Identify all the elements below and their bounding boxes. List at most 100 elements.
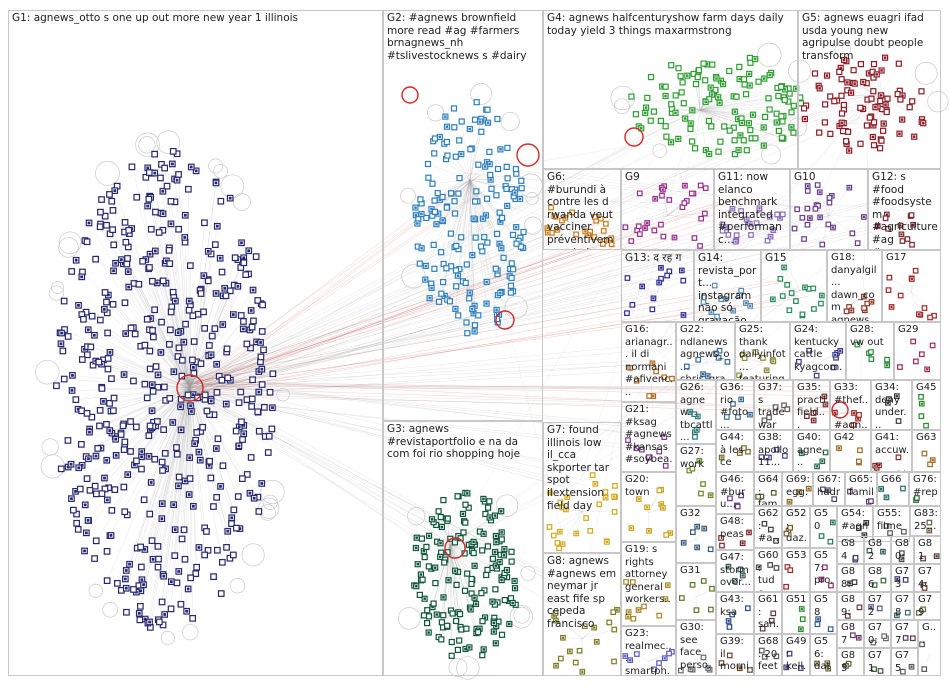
node-mark (471, 307, 474, 311)
group-label: G62: #a... #ag... (758, 508, 779, 547)
node (157, 174, 164, 182)
group-box-g3: G3: agnews #revistaportfolio e na da com… (383, 421, 543, 676)
edge (449, 544, 498, 603)
group-box-g27: G27: work (676, 444, 716, 506)
group-label: G57: pro... su... (814, 550, 834, 591)
node (448, 638, 455, 646)
group-label: G21: #ksag #agnews #kansas #soybea... (625, 404, 673, 471)
edge (189, 273, 249, 389)
edge (819, 192, 830, 216)
node (213, 389, 221, 396)
node (454, 646, 461, 654)
node-mark (146, 204, 150, 208)
node-mark (123, 577, 127, 581)
node (145, 432, 153, 439)
node-mark (481, 217, 485, 220)
node (96, 422, 103, 430)
node-mark (150, 409, 154, 413)
node (109, 207, 117, 214)
node-mark (124, 569, 128, 572)
node-mark (154, 249, 157, 253)
edge (425, 179, 471, 267)
group-label: G3: agnews #revistaportfolio e na da com… (387, 423, 522, 461)
edge (120, 387, 191, 435)
group-box-g85: G85 (837, 648, 864, 676)
node-mark (209, 399, 213, 403)
node-mark (128, 562, 131, 566)
self-loop (525, 192, 539, 205)
edge (155, 366, 191, 389)
node (74, 525, 82, 533)
edge (185, 120, 717, 386)
node (108, 375, 115, 382)
node (237, 388, 245, 396)
edge (157, 374, 191, 389)
node (473, 99, 480, 106)
node (494, 165, 502, 173)
node-mark (161, 212, 165, 216)
edge (449, 544, 496, 605)
node-mark (492, 630, 496, 633)
node-mark (427, 534, 431, 538)
group-box-g1: G1: agnews_otto s one up out more new ye… (8, 10, 383, 676)
node (103, 298, 110, 306)
node (204, 277, 212, 285)
edge (783, 267, 795, 293)
group-label: G65: famil... (849, 474, 877, 506)
edge (85, 311, 191, 389)
edge (449, 544, 453, 642)
group-box-g82: G82 (864, 536, 891, 564)
node (104, 329, 112, 337)
edge (195, 115, 867, 388)
edge (699, 109, 719, 152)
group-label: G74: fot... (918, 566, 933, 590)
node (189, 614, 196, 622)
group-box-g15: G15 (761, 250, 827, 322)
group-label: G76: #rep... (913, 474, 941, 506)
node-mark (473, 564, 476, 568)
edge (427, 163, 471, 181)
edge (194, 219, 914, 383)
edge (189, 387, 234, 556)
node (416, 591, 423, 599)
node-mark (187, 493, 191, 496)
node-mark (252, 496, 256, 500)
edge (141, 387, 191, 568)
edge (186, 377, 585, 597)
node (214, 546, 221, 554)
edge (193, 288, 797, 397)
edge (170, 201, 191, 389)
self-loop (95, 161, 120, 186)
edge (699, 109, 735, 112)
node (518, 185, 525, 192)
edge (189, 384, 263, 389)
node (214, 435, 222, 443)
self-loop (135, 132, 160, 158)
self-loop (400, 187, 416, 204)
node-mark (472, 312, 475, 315)
node (69, 506, 77, 514)
edge (195, 304, 782, 387)
node-mark (423, 597, 426, 600)
node (59, 347, 67, 355)
node (504, 175, 511, 182)
group-box-g43: G43: ksa (716, 592, 754, 634)
group-box-g7: G7: found illinois low il_cca skporter t… (543, 422, 621, 553)
node (494, 230, 501, 237)
edge (547, 226, 583, 229)
group-box-g63: G63 (912, 430, 941, 472)
self-loop (102, 601, 118, 618)
node-mark (437, 212, 440, 215)
edge (163, 387, 191, 577)
node (173, 450, 181, 458)
node (186, 475, 194, 482)
node (127, 418, 134, 425)
node (463, 625, 470, 632)
edge (81, 387, 191, 411)
group-label: G18: danyalgil... dawn_com agnews amazin… (831, 252, 877, 322)
node (443, 204, 450, 211)
edge (647, 109, 701, 358)
edge (193, 387, 587, 493)
group-label: G64: fam... far... (758, 474, 779, 506)
group-label: G69: egg... (786, 474, 813, 506)
